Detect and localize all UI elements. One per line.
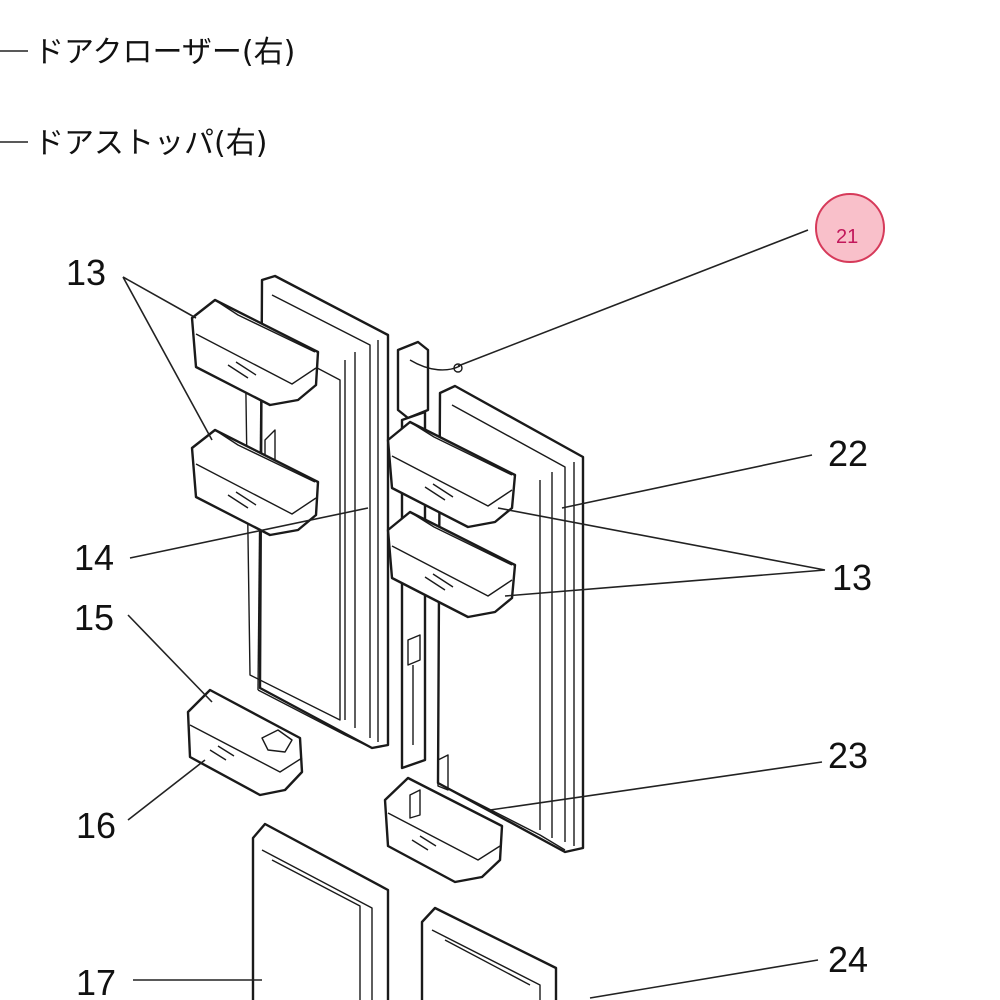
- right-door-pocket-lower: [386, 510, 517, 619]
- left-door-pocket-upper: [190, 298, 320, 407]
- lower-right-door-panel: [420, 906, 558, 1000]
- leader-13-right: [497, 507, 826, 597]
- left-door-pocket-lower: [190, 428, 320, 537]
- callout-23: 23: [828, 735, 868, 776]
- callout-21[interactable]: 21: [836, 226, 858, 248]
- door-stopper-label: ドアストッパ(右): [34, 126, 267, 161]
- door-closer-label: ドアクローザー(右): [34, 35, 295, 70]
- callout-13-right: 13: [832, 557, 872, 598]
- right-door-pocket-upper: [386, 420, 517, 529]
- leader-24: [589, 959, 819, 999]
- callout-15: 15: [74, 597, 114, 638]
- right-small-pocket: [383, 776, 504, 884]
- callout-14: 14: [74, 537, 114, 578]
- callout-16: 16: [76, 805, 116, 846]
- callout-24: 24: [828, 939, 868, 980]
- leader-15: [127, 614, 213, 703]
- callout-13-left: 13: [66, 252, 106, 293]
- leader-22: [561, 454, 813, 509]
- leader-13-left: [122, 276, 213, 441]
- callout-17: 17: [76, 962, 116, 1000]
- leader-16: [127, 759, 206, 821]
- callout-21-badge[interactable]: 21: [815, 193, 885, 263]
- leader-23: [489, 761, 823, 811]
- lower-left-door-panel: [251, 822, 390, 1000]
- highlight-circle[interactable]: [815, 193, 885, 263]
- callout-22: 22: [828, 433, 868, 474]
- leader-14: [129, 507, 369, 559]
- left-small-pocket: [186, 688, 304, 797]
- leader-21: [457, 229, 809, 367]
